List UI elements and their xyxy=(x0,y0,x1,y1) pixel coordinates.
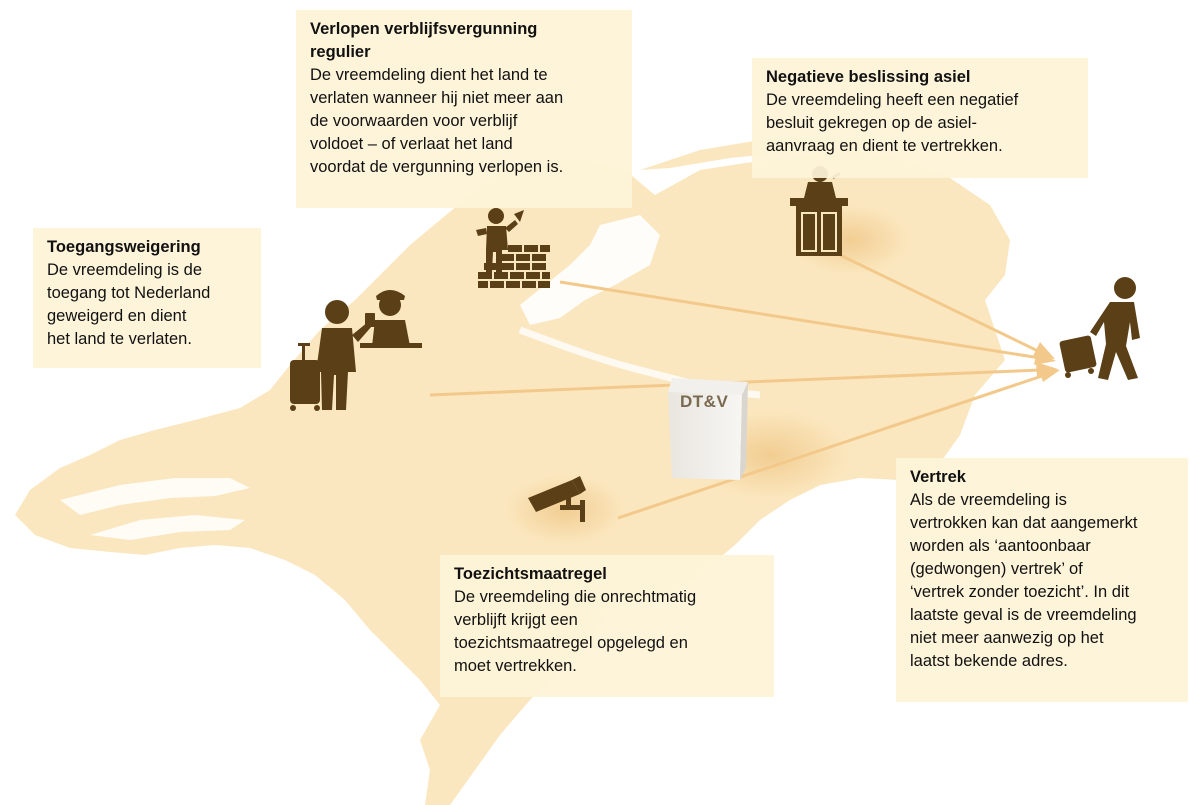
info-box-toegangsweigering: Toegangsweigering De vreemdeling is de t… xyxy=(33,228,261,368)
delta-water-2 xyxy=(90,515,245,540)
arrow-toezicht xyxy=(617,373,1046,520)
info-box-negatieve-beslissing: Negatieve beslissing asiel De vreemdelin… xyxy=(752,58,1088,178)
box-text: Als de vreemdeling is vertrokken kan dat… xyxy=(910,491,1138,670)
dtv-label: DT&V xyxy=(680,392,728,411)
info-box-vertrek: Vertrek Als de vreemdeling is vertrokken… xyxy=(896,458,1188,702)
departing-traveler-icon xyxy=(1059,277,1140,380)
box-title: Negatieve beslissing asiel xyxy=(766,68,971,86)
border-control-icon xyxy=(290,290,422,411)
arrow-heads xyxy=(1033,342,1060,382)
box-title: Toezichtsmaatregel xyxy=(454,565,607,583)
arrow-verlopen xyxy=(559,280,1041,360)
delta-water xyxy=(60,478,250,515)
box-text: De vreemdeling heeft een negatief beslui… xyxy=(766,91,1019,155)
info-box-verlopen-verblijfsvergunning: Verlopen verblijfsvergunning regulier De… xyxy=(296,10,632,208)
arrowhead-toezicht xyxy=(1038,367,1060,382)
dtv-building-icon: DT&V xyxy=(668,378,748,480)
box-title: Vertrek xyxy=(910,468,966,486)
security-camera-icon xyxy=(528,476,586,522)
box-title: Toegangsweigering xyxy=(47,238,201,256)
arrowhead-negatief xyxy=(1033,342,1055,359)
arrow-negatief xyxy=(839,253,1041,354)
ijsselmeer xyxy=(520,215,660,325)
box-text: De vreemdeling dient het land te verlate… xyxy=(310,66,564,176)
box-text: De vreemdeling die onrechtmatig verblijf… xyxy=(454,588,697,675)
box-text: De vreemdeling is de toegang tot Nederla… xyxy=(47,261,211,348)
box-title: Verlopen verblijfsvergunning regulier xyxy=(310,20,538,61)
info-box-toezichtsmaatregel: Toezichtsmaatregel De vreemdeling die on… xyxy=(440,555,774,697)
bricklayer-icon xyxy=(476,208,550,288)
brick-wall xyxy=(478,245,550,288)
